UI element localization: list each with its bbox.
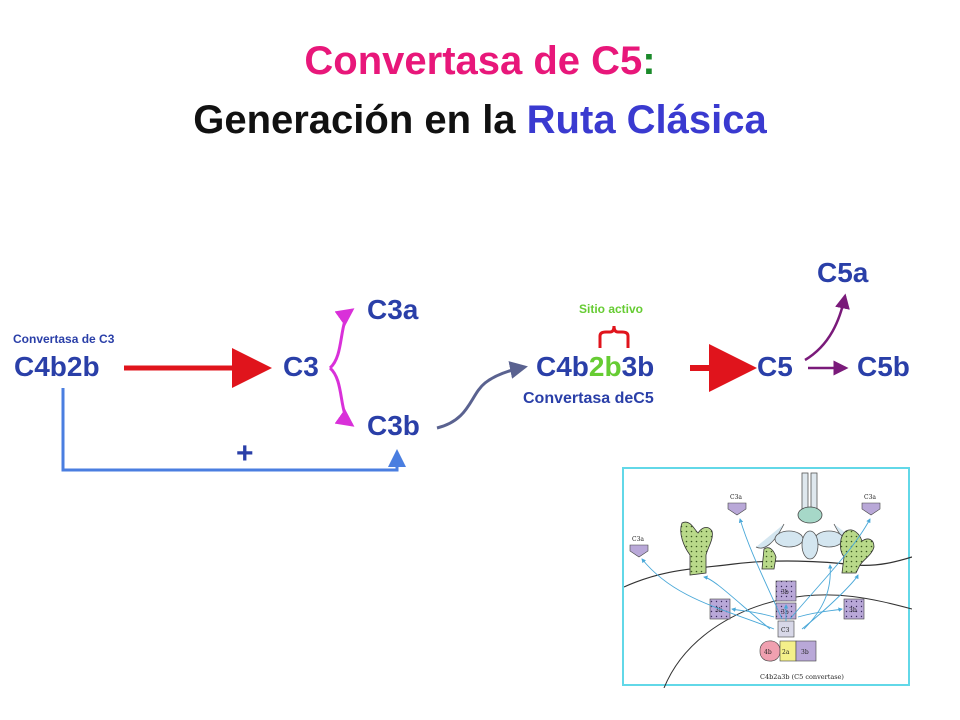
label-c3a: C3a: [367, 294, 419, 325]
membrane-line: [624, 556, 912, 588]
inset-3b-right: 3b: [849, 607, 857, 614]
title-ruta-clasica: Ruta Clásica: [526, 98, 767, 142]
b3-right-square: 3b: [843, 598, 865, 620]
label-convertasa-c5: Convertasa deC5: [523, 390, 654, 407]
label-plus: +: [236, 437, 254, 470]
label-convertasa-c3: Convertasa de C3: [13, 332, 115, 346]
inset-3b-center-top: 3b: [781, 589, 789, 596]
inset-c3a-right: C3a: [864, 494, 876, 501]
c3-center: C3: [777, 620, 795, 638]
label-c4b2b3b-3b: 3b: [621, 351, 655, 382]
label-c4b2b: C4b2b: [14, 351, 100, 382]
c5-convertase-complex: 4b 2a 3b: [759, 640, 817, 662]
title-colon: :: [642, 39, 656, 83]
connector-c4b2b-to-c3b: [61, 388, 406, 472]
title-convertasa-c5: Convertasa de C5: [304, 39, 643, 83]
label-c3: C3: [283, 351, 319, 382]
label-c4b2b3b-2b: 2b: [588, 351, 622, 382]
inset-caption: C4b2a3b (C5 convertase): [760, 673, 844, 681]
title-line-1: Convertasa de C5:: [0, 38, 960, 84]
inset-c3-center: C3: [781, 627, 790, 634]
title-line-2: Generación en la Ruta Clásica: [0, 97, 960, 143]
label-c5b: C5b: [857, 351, 910, 382]
green-protein-mid: [761, 547, 777, 570]
arrow-c3-to-c3b: [328, 366, 355, 427]
arrow-c3b-to-c4b2b3b: [436, 361, 528, 430]
label-c5a: C5a: [817, 257, 869, 288]
inset-arrows: [641, 518, 871, 630]
inset-illustration: C3a C3a C3a 3b 3b 3b 3b C3: [624, 472, 912, 688]
label-sitio-activo: Sitio activo: [579, 302, 644, 316]
inset-2a: 2a: [782, 649, 790, 656]
inset-4b: 4b: [764, 649, 772, 656]
green-protein-left: [680, 521, 713, 576]
inset-3b-left: 3b: [715, 607, 723, 614]
green-protein-right: [840, 529, 875, 574]
inset-c3a-top: C3a: [730, 494, 742, 501]
inset-c3a-left: C3a: [632, 536, 644, 543]
label-c3b: C3b: [367, 410, 420, 441]
label-c4b2b3b-c4b: C4b: [536, 351, 589, 382]
active-site-bracket: [598, 325, 630, 348]
label-c5: C5: [757, 351, 793, 382]
inset-3b-bottom: 3b: [801, 649, 809, 656]
inset-figure-c5-convertase: C3a C3a C3a 3b 3b 3b 3b C3: [622, 467, 912, 688]
title-generacion: Generación en la: [193, 98, 527, 142]
c3a-left-shield: C3a: [629, 536, 649, 558]
c3a-right-shield: C3a: [861, 494, 881, 516]
inset-3b-center: 3b: [781, 609, 789, 616]
arrow-c3-to-c3a: [328, 308, 355, 370]
b3-center-top-square: 3b: [775, 580, 797, 602]
arrow-c5-to-c5a: [804, 293, 850, 362]
label-c4b2b3b: C4b2b3b: [536, 351, 654, 383]
c3a-top-shield: C3a: [727, 494, 747, 516]
